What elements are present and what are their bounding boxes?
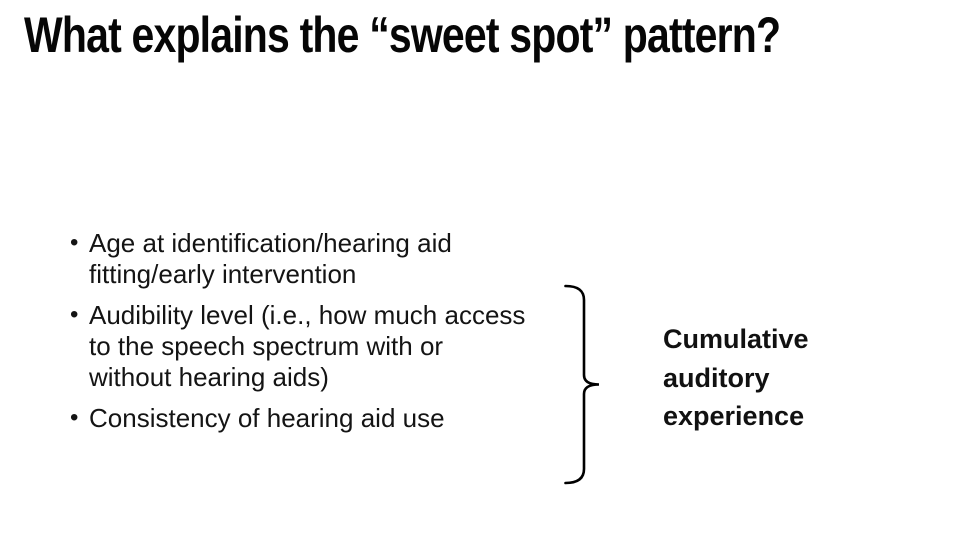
bullet-item: • Age at identification/hearing aid fitt… bbox=[70, 228, 528, 290]
bullet-text: Audibility level (i.e., how much access … bbox=[89, 300, 526, 392]
bullet-dot-icon: • bbox=[70, 301, 79, 328]
bullet-item: • Audibility level (i.e., how much acces… bbox=[70, 300, 528, 393]
bullet-text: Age at identification/hearing aid fittin… bbox=[89, 228, 452, 289]
bullet-dot-icon: • bbox=[70, 229, 79, 256]
bullet-item: • Consistency of hearing aid use bbox=[70, 403, 528, 434]
slide-title: What explains the “sweet spot” pattern? bbox=[24, 7, 781, 63]
bullet-text: Consistency of hearing aid use bbox=[89, 403, 445, 433]
bullet-dot-icon: • bbox=[70, 404, 79, 431]
bullet-list: • Age at identification/hearing aid fitt… bbox=[70, 228, 528, 434]
right-brace-icon bbox=[564, 284, 600, 485]
callout-label: Cumulative auditory experience bbox=[663, 324, 809, 431]
